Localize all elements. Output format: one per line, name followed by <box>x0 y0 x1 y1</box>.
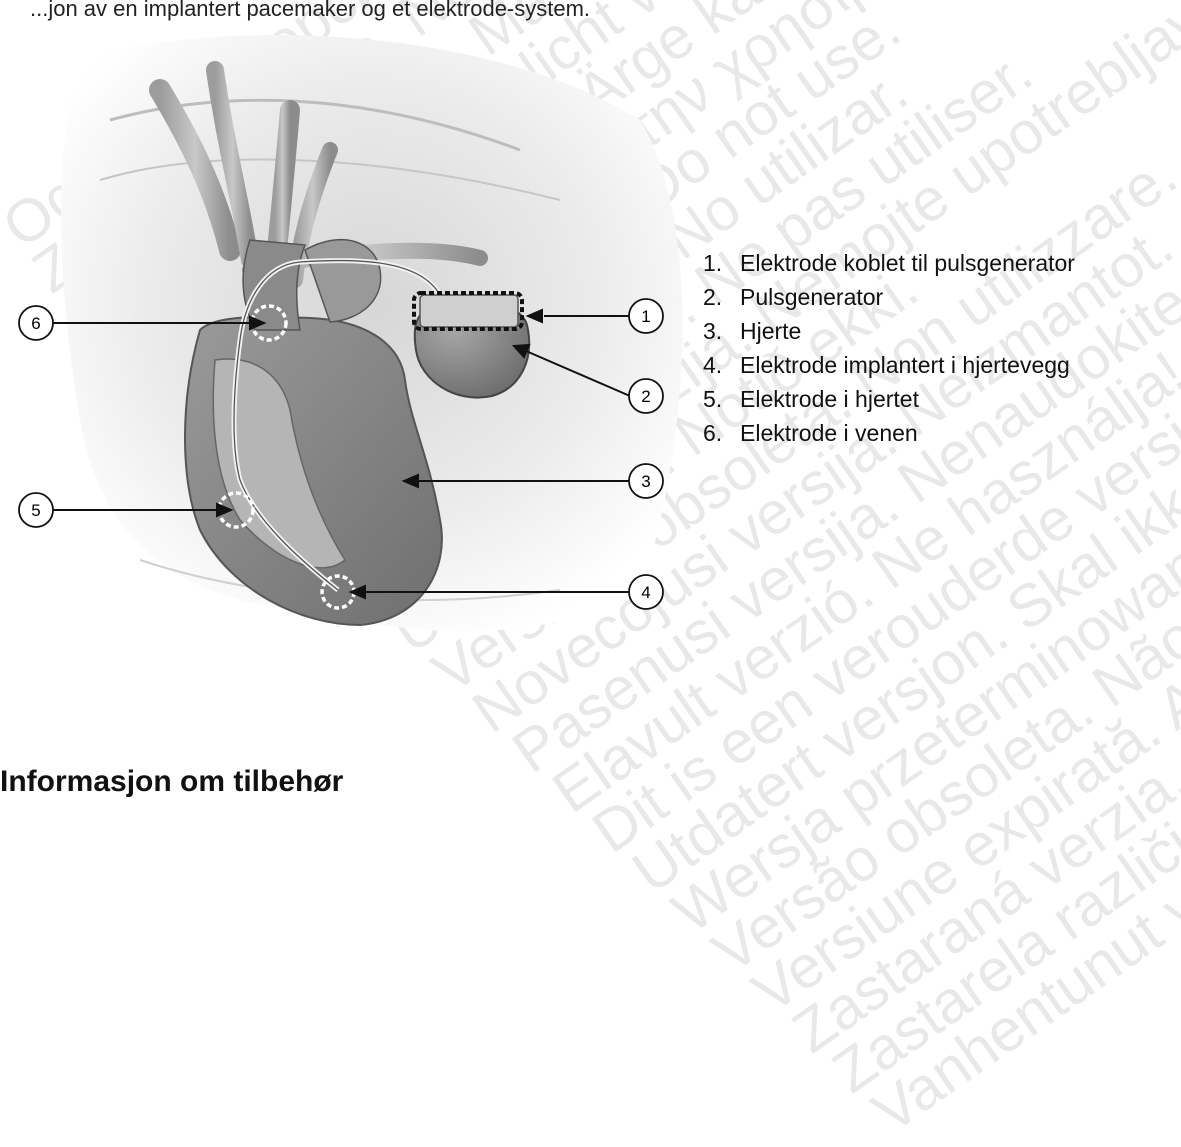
legend-number: 1. <box>703 246 740 280</box>
callout-badge: 2 <box>629 379 663 413</box>
callout-number: 3 <box>641 472 650 491</box>
legend-number: 3. <box>703 314 740 348</box>
legend-number: 4. <box>703 348 740 382</box>
legend-item: 3.Hjerte <box>703 314 1075 348</box>
legend-list: 1.Elektrode koblet til pulsgenerator 2.P… <box>703 246 1075 450</box>
callout-badge: 4 <box>629 575 663 609</box>
callout-number: 5 <box>31 501 40 520</box>
callout-number: 4 <box>641 583 650 602</box>
legend-label: Elektrode i hjertet <box>740 386 919 412</box>
legend-label: Elektrode koblet til pulsgenerator <box>740 250 1075 276</box>
legend-item: 2.Pulsgenerator <box>703 280 1075 314</box>
callout-badge: 5 <box>19 493 53 527</box>
callout-badge: 3 <box>629 464 663 498</box>
callout-badge: 1 <box>629 299 663 333</box>
callout-number: 6 <box>31 314 40 333</box>
callout-number: 2 <box>641 387 650 406</box>
callout-badge: 6 <box>19 306 53 340</box>
legend-item: 5.Elektrode i hjertet <box>703 382 1075 416</box>
legend-number: 5. <box>703 382 740 416</box>
legend-item: 4.Elektrode implantert i hjertevegg <box>703 348 1075 382</box>
legend-number: 6. <box>703 416 740 450</box>
legend-number: 2. <box>703 280 740 314</box>
callout-number: 1 <box>641 307 650 326</box>
legend-label: Elektrode i venen <box>740 420 918 446</box>
legend-label: Elektrode implantert i hjertevegg <box>740 352 1070 378</box>
legend-item: 1.Elektrode koblet til pulsgenerator <box>703 246 1075 280</box>
section-heading: Informasjon om tilbehør <box>0 765 343 799</box>
legend-item: 6.Elektrode i venen <box>703 416 1075 450</box>
legend-label: Pulsgenerator <box>740 284 883 310</box>
legend-label: Hjerte <box>740 318 801 344</box>
